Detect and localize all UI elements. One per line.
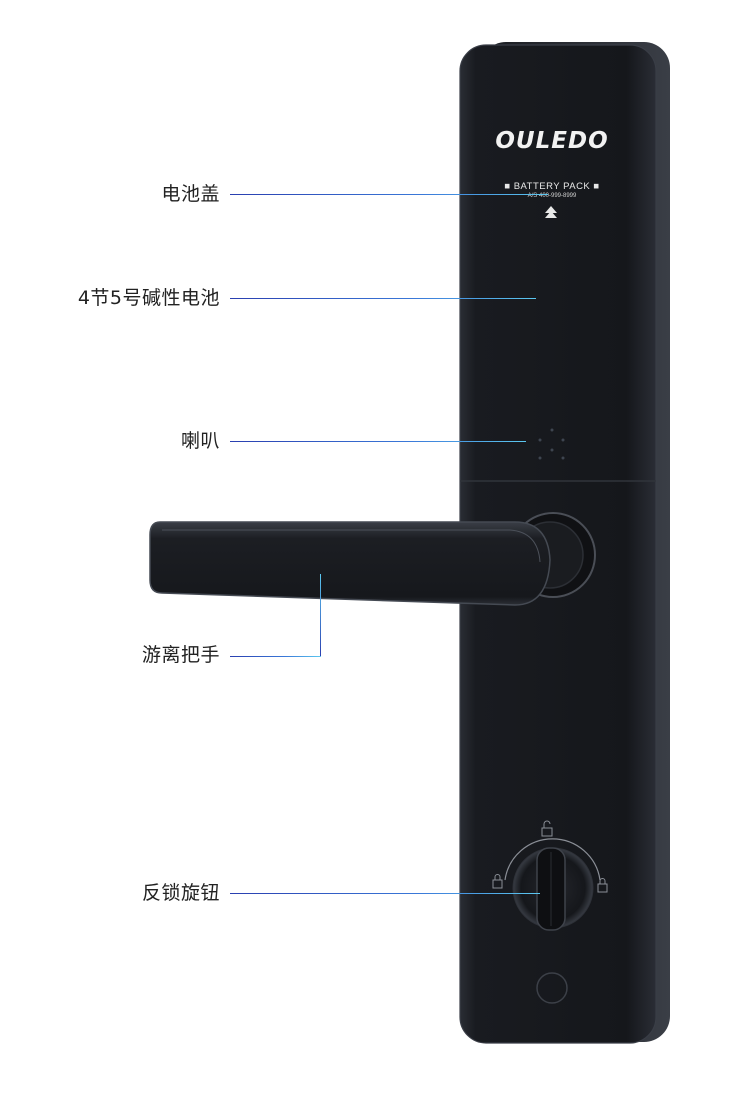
- leader-battery-cover: [230, 194, 548, 195]
- battery-pack-label: ■ BATTERY PACK ■: [504, 181, 600, 192]
- leader-reverse-lock-knob: [230, 893, 540, 894]
- callout-battery-cover: 电池盖: [161, 183, 220, 205]
- double-up-arrow-icon: [545, 206, 557, 218]
- speaker-grille: [538, 428, 565, 460]
- callout-free-handle: 游离把手: [141, 644, 220, 666]
- free-handle: [149, 521, 551, 606]
- key-hole-cover: [536, 972, 568, 1004]
- callout-batteries: 4节5号碱性电池: [77, 287, 220, 309]
- lock-icon-left: [492, 874, 503, 889]
- callout-reverse-lock-knob: 反锁旋钮: [141, 882, 220, 904]
- leader-speaker: [230, 441, 526, 442]
- reverse-lock-knob: [504, 838, 601, 931]
- leader-free-handle-h: [230, 656, 321, 657]
- leader-batteries: [230, 298, 536, 299]
- lock-icon-right: [597, 878, 608, 893]
- unlock-icon: [541, 820, 553, 837]
- leader-free-handle-v: [320, 574, 321, 656]
- service-hotline: A/S 400-999-8999: [527, 193, 577, 199]
- callout-speaker: 喇叭: [180, 430, 220, 452]
- brand-logo: OULEDO: [495, 128, 609, 154]
